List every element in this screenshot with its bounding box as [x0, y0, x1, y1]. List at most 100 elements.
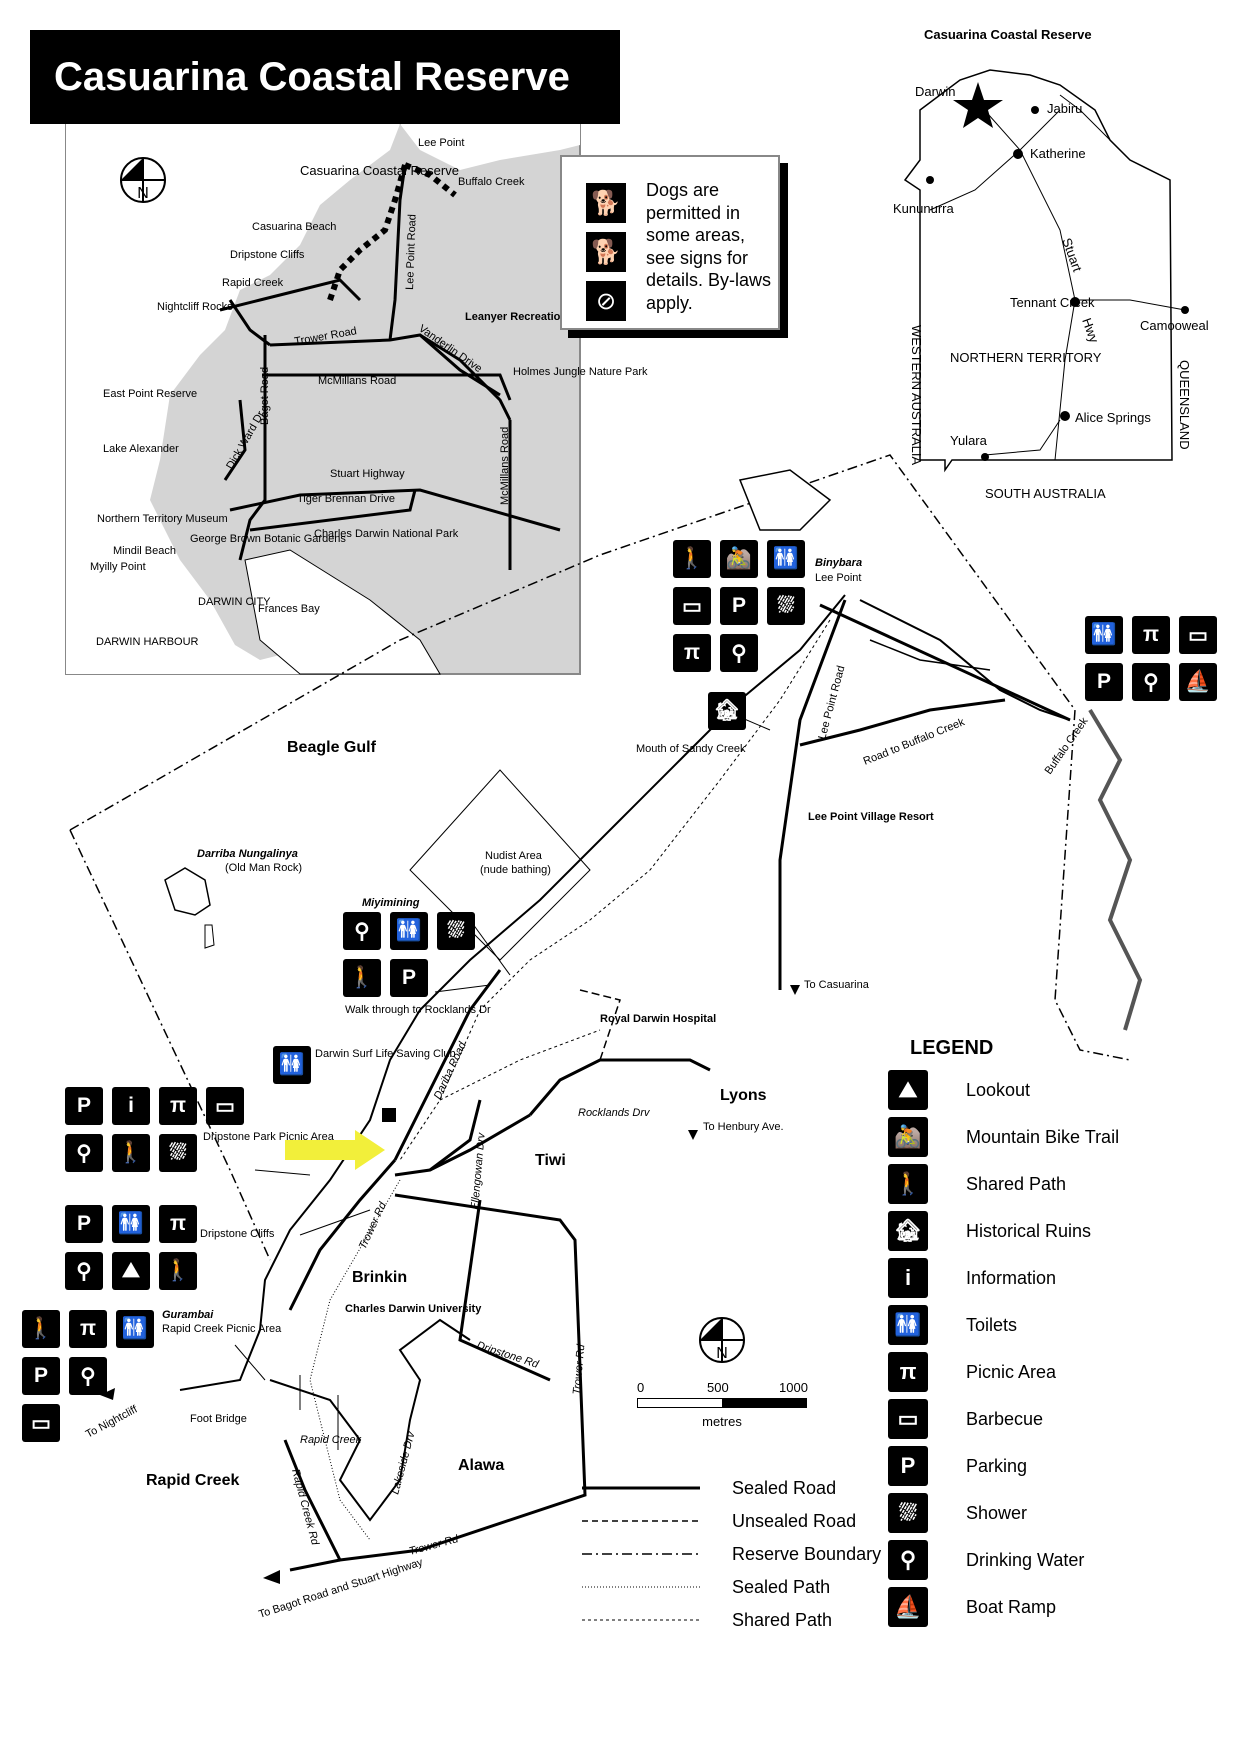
shower-icon: ⛆ — [767, 587, 805, 625]
sealed-roads — [283, 599, 1071, 1572]
nt-label-tennant-creek: Tennant Creek — [1010, 295, 1095, 310]
label-rapid-creek-suburb: Rapid Creek — [146, 1472, 239, 1489]
shared-path-icon: 🚶 — [888, 1164, 928, 1204]
dog-notice: 🐕 🐕 ⊘ Dogs are permitted in some areas, … — [560, 155, 780, 330]
inset-label-dripstone-cliffs: Dripstone Cliffs — [230, 249, 305, 261]
label-cdu: Charles Darwin University — [345, 1303, 482, 1315]
nt-label-northern-territory: NORTHERN TERRITORY — [950, 350, 1102, 365]
inset-label-lake-alexander: Lake Alexander — [103, 443, 179, 455]
inset-label-mindil-beach: Mindil Beach — [113, 545, 176, 557]
picnic-icon: π — [673, 634, 711, 672]
scale-tick-1000: 1000 — [779, 1380, 808, 1395]
label-lee-point: Lee Point — [815, 572, 861, 584]
inset-label-darwin-city: DARWIN CITY — [198, 596, 271, 608]
nt-label-camooweal: Camooweal — [1140, 318, 1209, 333]
inset-label-lee-point: Lee Point — [418, 137, 464, 149]
dogs-under-control-icon: 🐕 — [586, 183, 626, 223]
information-icon: i — [888, 1258, 928, 1298]
north-label: N — [716, 1345, 728, 1362]
dog-icon: 🐕 — [586, 232, 626, 272]
barbecue-icon: ▭ — [1179, 616, 1217, 654]
label-surf-club: Darwin Surf Life Saving Club — [315, 1048, 456, 1060]
picnic-icon: π — [69, 1310, 107, 1348]
legend-item-shared-path: 🚶Shared Path — [888, 1164, 1228, 1204]
drinking-water-icon: ⚲ — [720, 634, 758, 672]
label-lee-point-road: Lee Point Road — [816, 664, 847, 740]
label-binybara: Binybara — [815, 557, 862, 569]
inset-label-stuart-highway: Stuart Highway — [330, 468, 405, 480]
label-royal-darwin-hospital: Royal Darwin Hospital — [600, 1013, 716, 1025]
inset-label-darwin-harbour: DARWIN HARBOUR — [96, 636, 199, 648]
nt-label-reserve: Casuarina Coastal Reserve — [924, 27, 1092, 42]
inset-label-nt-museum: Northern Territory Museum — [97, 513, 228, 525]
inset-label-mcmillans-road: McMillans Road — [318, 375, 396, 387]
label-trower-rd-south: Trower Rd — [408, 1533, 461, 1558]
label-rapid-creek-rd: Rapid Creek Rd — [289, 1468, 321, 1548]
picnic-icon: π — [888, 1352, 928, 1392]
label-buffalo-creek: Buffalo Creek — [1043, 715, 1091, 777]
nt-label-katherine: Katherine — [1030, 146, 1086, 161]
reserve-star-icon — [953, 82, 1003, 128]
nt-label-western-australia: WESTERN AUSTRALIA — [909, 325, 924, 465]
inset-label-frances-bay: Frances Bay — [258, 603, 320, 615]
label-lee-point-village: Lee Point Village Resort — [808, 811, 934, 823]
buffalo-creek-river — [1088, 708, 1143, 1031]
inset-label-lee-point-road: Lee Point Road — [404, 214, 419, 290]
barbecue-icon: ▭ — [206, 1087, 244, 1125]
inset-north-arrow: N — [120, 157, 166, 203]
line-legend-samples — [582, 1486, 700, 1621]
scale-tick-500: 500 — [707, 1380, 729, 1395]
label-alawa: Alawa — [458, 1457, 504, 1474]
parking-icon: P — [65, 1205, 103, 1243]
inset-map: N Lee Point Casuarina Coastal Reserve Bu… — [65, 123, 648, 675]
drinking-water-icon: ⚲ — [343, 912, 381, 950]
information-icon: i — [112, 1087, 150, 1125]
parking-icon: P — [390, 959, 428, 997]
label-dripstone-rd: Dripstone Rd — [475, 1339, 541, 1371]
surf-club-toilets-icon: 🚻 — [273, 1046, 311, 1084]
label-brinkin: Brinkin — [352, 1269, 407, 1286]
line-legend-reserve-boundary: Reserve Boundary — [732, 1543, 882, 1564]
parking-icon: P — [888, 1446, 928, 1486]
scale-tick-0: 0 — [637, 1380, 645, 1395]
inset-label-cd-national-park: Charles Darwin National Park — [314, 528, 459, 540]
label-old-man-rock: (Old Man Rock) — [225, 862, 302, 874]
barbecue-icon: ▭ — [673, 587, 711, 625]
toilets-icon: 🚻 — [390, 912, 428, 950]
inset-label-buffalo-creek: Buffalo Creek — [458, 176, 525, 188]
legend-item-toilets: 🚻Toilets — [888, 1305, 1228, 1345]
parking-icon: P — [65, 1087, 103, 1125]
nt-label-jabiru: Jabiru — [1047, 101, 1082, 116]
surf-club-marker — [382, 1108, 396, 1122]
mountain-bike-icon: 🚵 — [720, 540, 758, 578]
highlight-arrow-icon — [285, 1130, 385, 1170]
reserve-boundary — [69, 454, 1131, 1061]
nt-label-kununurra: Kununurra — [893, 201, 954, 216]
label-tiwi: Tiwi — [535, 1152, 566, 1169]
inset-label-holmes-jungle: Holmes Jungle Nature Park — [513, 366, 648, 378]
inset-label-botanic-gardens: George Brown Botanic Gardens — [190, 533, 346, 545]
shared-path — [399, 619, 831, 1161]
inset-label-bagot-road: Bagot Road — [259, 367, 271, 425]
legend-title: LEGEND — [910, 1037, 994, 1059]
toilets-icon: 🚻 — [767, 540, 805, 578]
label-trower-rd-east: Trower Rd — [571, 1343, 587, 1395]
ruins-icon: 🏚 — [888, 1211, 928, 1251]
legend-item-boat-ramp: ⛵Boat Ramp — [888, 1587, 1228, 1627]
label-darriba-nungalinya: Darriba Nungalinya — [197, 848, 298, 860]
toilets-icon: 🚻 — [112, 1205, 150, 1243]
scale-bar: 0 500 1000 metres — [637, 1380, 808, 1429]
label-gurambai: Gurambai — [162, 1309, 214, 1321]
dog-notice-text: Dogs are permitted in some areas, see si… — [646, 180, 772, 313]
label-dripstone-cliffs: Dripstone Cliffs — [200, 1228, 275, 1240]
inset-label-tiger-brennan: Tiger Brennan Drive — [297, 493, 395, 505]
picnic-icon: π — [1132, 616, 1170, 654]
legend-item-mountain-bike: 🚵Mountain Bike Trail — [888, 1117, 1228, 1157]
label-nudist-area: Nudist Area — [485, 850, 543, 862]
nt-label-alice-springs: Alice Springs — [1075, 410, 1151, 425]
inset-label-east-point: East Point Reserve — [103, 388, 197, 400]
mountain-bike-icon: 🚵 — [888, 1117, 928, 1157]
inset-label-mcmillans-road-vertical: McMillans Road — [499, 427, 511, 505]
inset-label-reserve: Casuarina Coastal Reserve — [300, 163, 459, 178]
